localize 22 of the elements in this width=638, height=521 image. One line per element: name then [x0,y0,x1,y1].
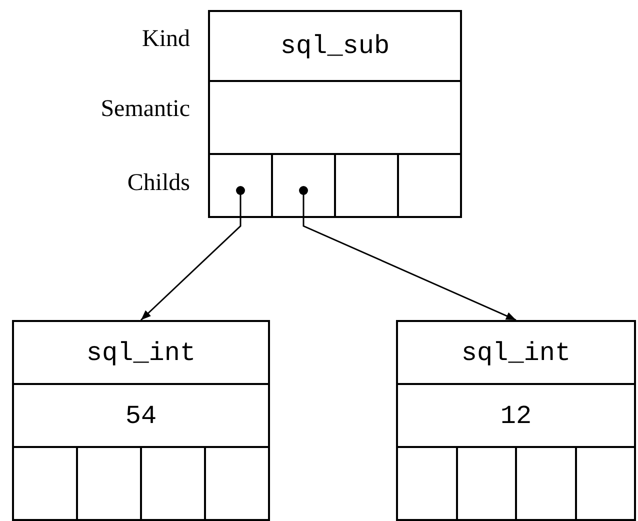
empty-cell [574,446,636,521]
pointer-arrow [299,186,516,321]
empty-cell [396,446,458,521]
empty-cell [208,153,273,218]
field-cell [12,320,270,385]
pointer-arrow [140,186,245,321]
field-label: Childs [126,170,190,197]
field-label: Semantic [100,96,190,123]
field-label: Kind [141,26,190,53]
field-value: 12 [500,400,532,430]
field-cell [396,320,636,385]
field-cell [208,10,462,82]
empty-cell [397,153,462,218]
empty-cell [204,446,270,521]
field-value: 54 [125,400,157,430]
empty-cell [208,80,462,155]
field-value: sql_int [86,338,196,368]
field-cell [396,383,636,448]
field-cell [12,383,270,448]
field-value: sql_int [461,338,571,368]
field-value: sql_sub [280,31,390,61]
empty-cell [12,446,78,521]
